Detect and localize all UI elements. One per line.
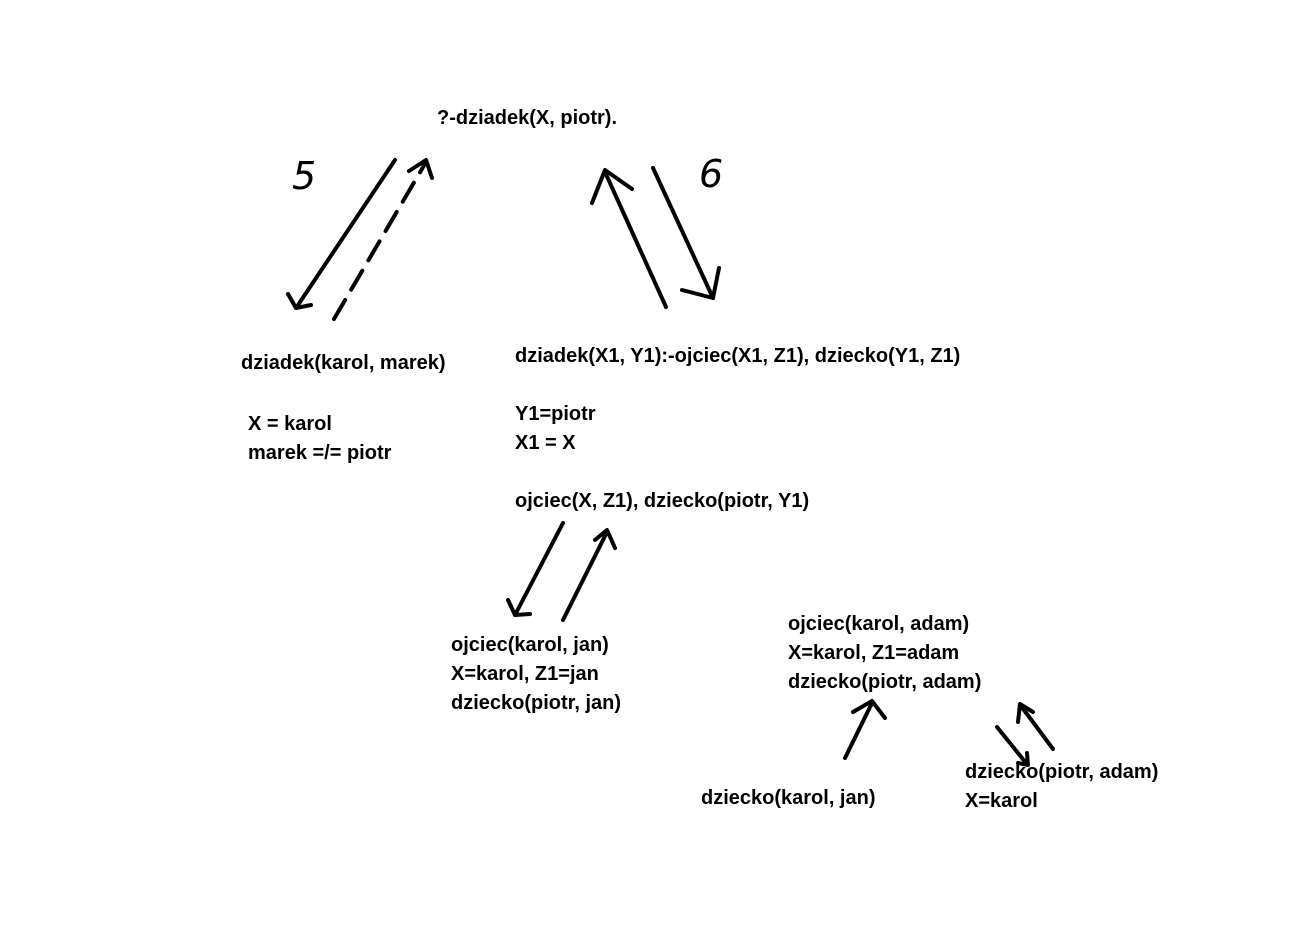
leaf-piotr-adam-line-1: dziecko(piotr, adam): [965, 761, 1159, 783]
fact-dziadek: dziadek(karol, marek): [241, 352, 446, 374]
step-number-6: 6: [699, 152, 724, 196]
arrow-down-to-rule: [651, 166, 721, 300]
arrow-up-from-leaf-adam: [1016, 702, 1055, 751]
arrow-down-to-jan: [506, 521, 565, 617]
node-adam-line-1: ojciec(karol, adam): [788, 613, 970, 635]
arrow-down-to-fact: [286, 158, 397, 310]
node-adam-line-2: X=karol, Z1=adam: [788, 642, 960, 664]
binding-mismatch: marek =/= piotr: [248, 442, 392, 464]
binding-x-karol: X = karol: [248, 413, 332, 435]
query-text: ?-dziadek(X, piotr).: [437, 107, 617, 129]
node-jan-line-3: dziecko(piotr, jan): [451, 692, 622, 714]
leaf-piotr-adam-line-2: X=karol: [965, 790, 1038, 812]
arrow-backtrack-dashed: [332, 158, 434, 321]
arrow-up-from-rule: [590, 168, 668, 309]
node-jan-line-1: ojciec(karol, jan): [451, 634, 609, 656]
rule-dziadek: dziadek(X1, Y1):-ojciec(X1, Z1), dziecko…: [515, 345, 961, 367]
binding-y1: Y1=piotr: [515, 403, 596, 425]
node-adam-line-3: dziecko(piotr, adam): [788, 671, 982, 693]
goal-conjunction: ojciec(X, Z1), dziecko(piotr, Y1): [515, 490, 810, 512]
arrow-up-to-adam-node: [843, 699, 887, 760]
node-jan-line-2: X=karol, Z1=jan: [451, 663, 599, 685]
step-number-5: 5: [292, 154, 317, 198]
leaf-karol-jan: dziecko(karol, jan): [701, 787, 876, 809]
binding-x1: X1 = X: [515, 432, 576, 454]
arrow-up-from-jan: [561, 528, 617, 622]
arrow-down-to-leaf-adam: [995, 725, 1030, 767]
